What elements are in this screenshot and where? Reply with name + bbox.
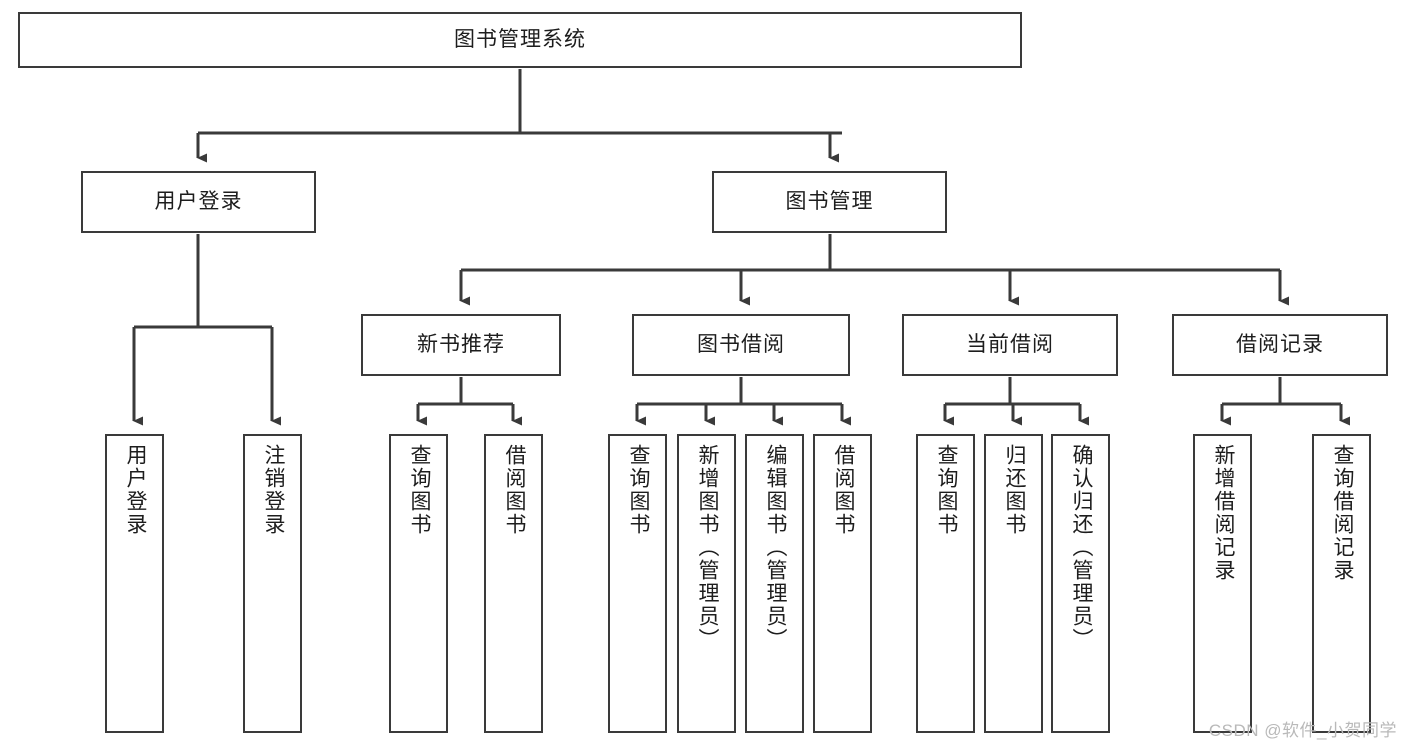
node-label: 查询图书 — [626, 444, 650, 536]
node-leaf-borrow-book-2[interactable]: 借阅图书 — [813, 434, 872, 733]
node-root-book-management-system[interactable]: 图书管理系统 — [18, 12, 1022, 68]
node-leaf-query-book-3[interactable]: 查询图书 — [916, 434, 975, 733]
node-new-book-recommend[interactable]: 新书推荐 — [361, 314, 561, 376]
node-leaf-user-login[interactable]: 用户登录 — [105, 434, 164, 733]
node-label: 图书管理系统 — [454, 28, 586, 52]
node-book-management[interactable]: 图书管理 — [712, 171, 947, 233]
node-book-borrow[interactable]: 图书借阅 — [632, 314, 850, 376]
node-label: 归还图书 — [1002, 444, 1026, 536]
node-label: 图书借阅 — [697, 333, 785, 357]
node-label: 图书管理 — [785, 190, 874, 214]
node-leaf-add-record[interactable]: 新增借阅记录 — [1193, 434, 1252, 733]
node-label: 新增借阅记录 — [1211, 444, 1235, 582]
node-label: 借阅图书 — [502, 444, 526, 536]
node-label: 新书推荐 — [417, 333, 505, 357]
node-user-login[interactable]: 用户登录 — [81, 171, 316, 233]
node-label: 借阅图书 — [831, 444, 855, 536]
node-leaf-return-book[interactable]: 归还图书 — [984, 434, 1043, 733]
node-label: 用户登录 — [123, 444, 147, 536]
node-label: 查询图书 — [407, 444, 431, 536]
node-leaf-query-record[interactable]: 查询借阅记录 — [1312, 434, 1371, 733]
node-leaf-borrow-book-1[interactable]: 借阅图书 — [484, 434, 543, 733]
node-label: 编辑图书（管理员） — [763, 444, 787, 651]
node-leaf-edit-book[interactable]: 编辑图书（管理员） — [745, 434, 804, 733]
node-label: 新增图书（管理员） — [695, 444, 719, 651]
node-leaf-add-book[interactable]: 新增图书（管理员） — [677, 434, 736, 733]
node-leaf-logout-login[interactable]: 注销登录 — [243, 434, 302, 733]
node-borrow-record[interactable]: 借阅记录 — [1172, 314, 1388, 376]
node-label: 当前借阅 — [966, 333, 1054, 357]
node-label: 注销登录 — [261, 444, 285, 536]
node-label: 查询借阅记录 — [1330, 444, 1354, 582]
node-label: 用户登录 — [154, 190, 243, 214]
node-current-borrow[interactable]: 当前借阅 — [902, 314, 1118, 376]
node-leaf-query-book-1[interactable]: 查询图书 — [389, 434, 448, 733]
node-label: 确认归还（管理员） — [1069, 444, 1093, 651]
node-leaf-confirm-return[interactable]: 确认归还（管理员） — [1051, 434, 1110, 733]
node-leaf-query-book-2[interactable]: 查询图书 — [608, 434, 667, 733]
node-label: 查询图书 — [934, 444, 958, 536]
node-label: 借阅记录 — [1236, 333, 1324, 357]
